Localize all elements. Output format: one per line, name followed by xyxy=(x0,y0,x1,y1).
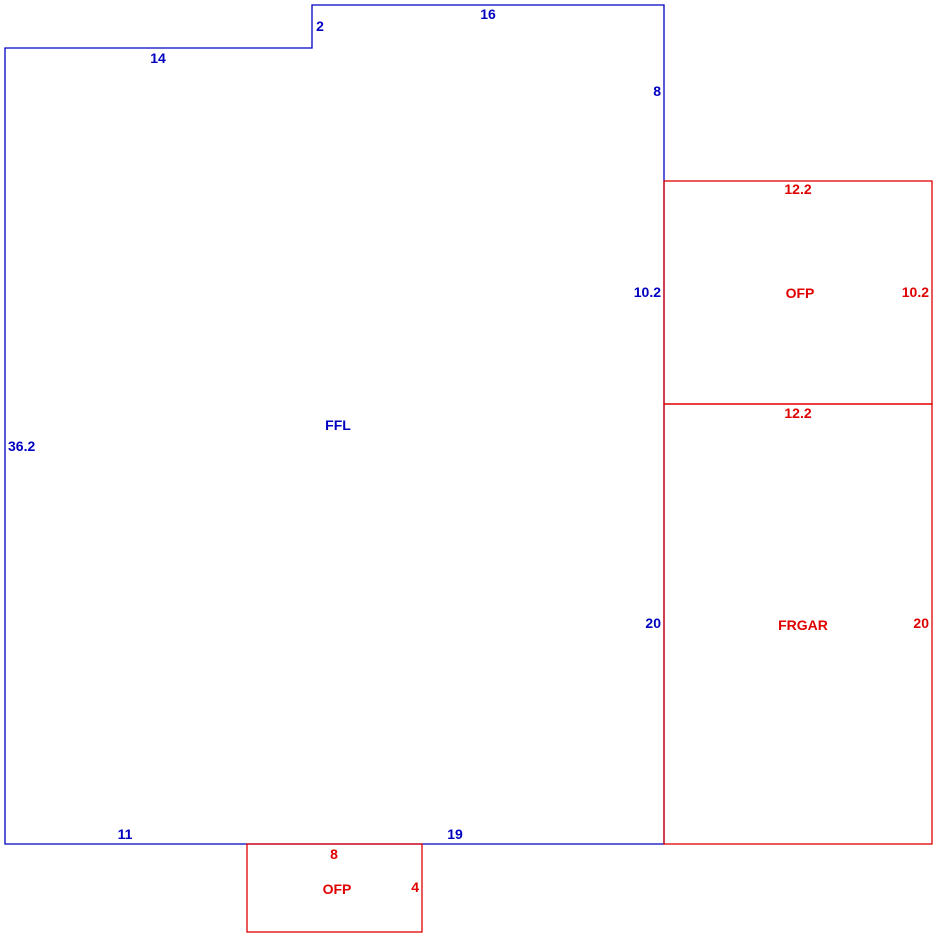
right-porch-dim-top: 12.2 xyxy=(784,181,811,197)
bottom-porch-dim-top: 8 xyxy=(330,846,338,862)
garage-code: FRGAR xyxy=(778,617,828,633)
bottom-porch-outline xyxy=(246,843,423,933)
main-living-area-outline xyxy=(4,4,665,845)
garage-dim-top: 12.2 xyxy=(784,405,811,421)
bottom-porch-code: OFP xyxy=(323,881,352,897)
dim-left: 36.2 xyxy=(8,438,35,454)
garage-outline xyxy=(663,403,933,845)
dim-step-vertical: 2 xyxy=(316,18,324,34)
garage-dim-right: 20 xyxy=(913,615,929,631)
right-porch-dim-right: 10.2 xyxy=(902,284,929,300)
dim-right-upper: 8 xyxy=(653,83,661,99)
right-porch-code: OFP xyxy=(786,285,815,301)
main-area-code: FFL xyxy=(325,417,351,433)
dim-top-right: 16 xyxy=(480,6,496,22)
dim-top-left: 14 xyxy=(150,50,166,66)
dim-right-middle: 10.2 xyxy=(634,284,661,300)
dim-bottom-left: 11 xyxy=(118,826,133,842)
dim-bottom-right: 19 xyxy=(447,826,463,842)
bottom-porch-dim-right: 4 xyxy=(411,879,419,895)
dim-right-lower: 20 xyxy=(645,615,661,631)
